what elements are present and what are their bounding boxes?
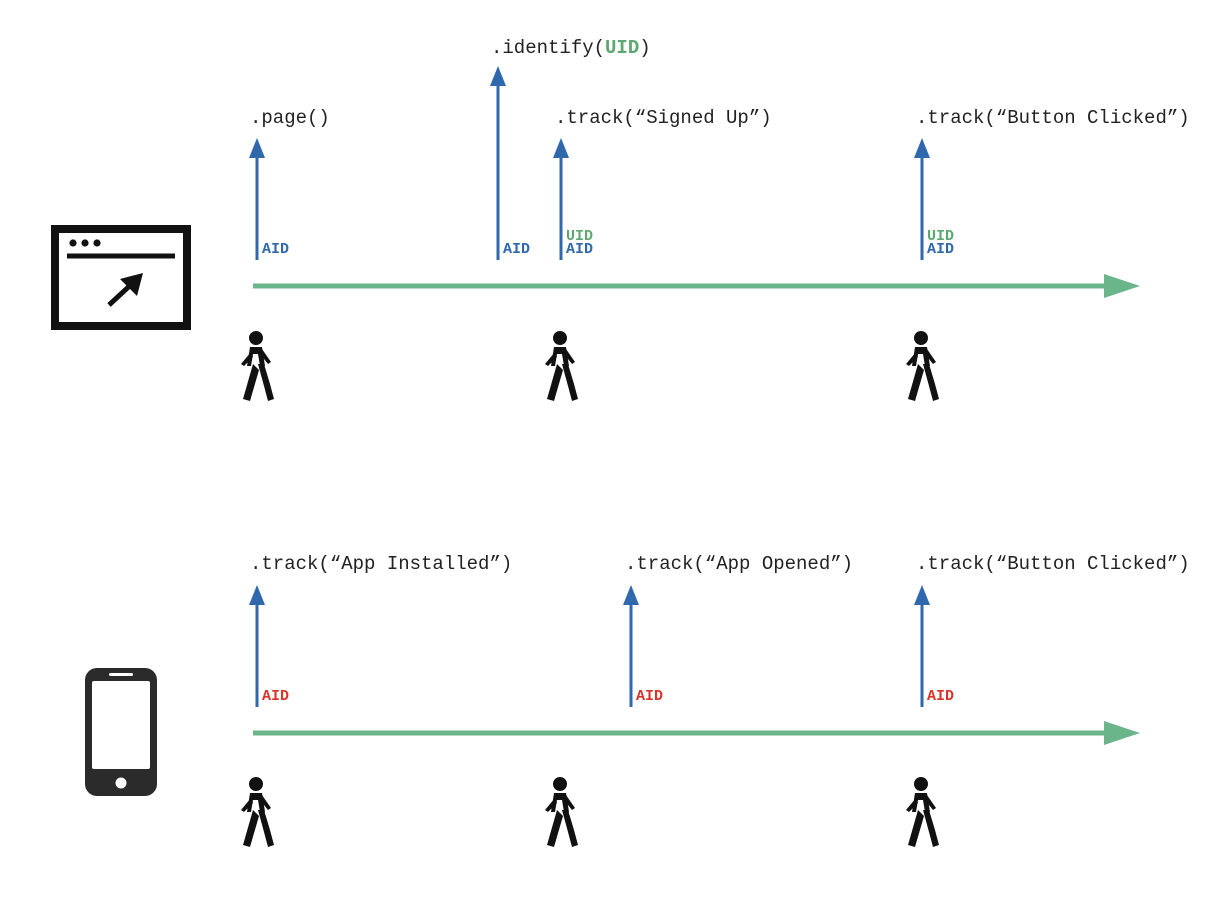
mobile-event-app-opened: .track(“App Opened”) AID <box>623 553 853 707</box>
walking-person-icon <box>241 331 274 401</box>
web-event-page: .page() AID <box>249 107 330 260</box>
user-id-label: UID <box>566 228 593 245</box>
walking-person-icon <box>545 331 578 401</box>
web-row: .page() AID .identify(UID) AID .track(“S… <box>51 37 1190 401</box>
user-id-argument: UID <box>605 37 639 59</box>
call-suffix: ) <box>639 37 650 59</box>
event-call-label: .track(“App Opened”) <box>625 553 853 575</box>
smartphone-icon <box>85 668 157 796</box>
walking-person-icon <box>545 777 578 847</box>
anonymous-id-label: AID <box>262 241 289 258</box>
web-event-identify: .identify(UID) AID <box>490 37 651 260</box>
mobile-event-app-installed: .track(“App Installed”) AID <box>249 553 512 707</box>
event-call-label: .track(“App Installed”) <box>250 553 512 575</box>
event-call-label: .page() <box>250 107 330 129</box>
event-call-label: .track(“Button Clicked”) <box>916 553 1190 575</box>
web-event-button-clicked: .track(“Button Clicked”) UID AID <box>914 107 1190 260</box>
mobile-timeline <box>253 721 1140 745</box>
anonymous-id-label: AID <box>927 688 954 705</box>
anonymous-id-label: AID <box>503 241 530 258</box>
walking-person-icon <box>906 331 939 401</box>
web-event-signed-up: .track(“Signed Up”) UID AID <box>553 107 772 260</box>
mobile-row: .track(“App Installed”) AID .track(“App … <box>85 553 1190 847</box>
mobile-event-button-clicked: .track(“Button Clicked”) AID <box>914 553 1190 707</box>
anonymous-id-label: AID <box>636 688 663 705</box>
event-call-label: .track(“Signed Up”) <box>555 107 772 129</box>
walking-person-icon <box>906 777 939 847</box>
event-call-label: .identify(UID) <box>491 37 651 59</box>
browser-window-icon <box>51 225 191 330</box>
event-call-label: .track(“Button Clicked”) <box>916 107 1190 129</box>
call-prefix: .identify( <box>491 37 605 59</box>
anonymous-id-label: AID <box>262 688 289 705</box>
user-id-label: UID <box>927 228 954 245</box>
anonymous-id-label: AID <box>927 241 954 258</box>
walking-person-icon <box>241 777 274 847</box>
web-timeline <box>253 274 1140 298</box>
anonymous-id-label: AID <box>566 241 593 258</box>
